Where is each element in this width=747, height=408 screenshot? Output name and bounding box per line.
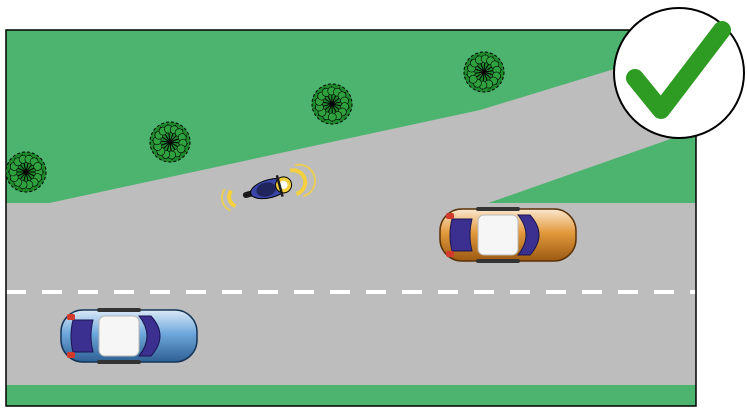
grass-area <box>6 385 696 408</box>
tree-icon <box>150 122 190 162</box>
tree-icon <box>464 52 504 92</box>
car-icon <box>61 308 197 364</box>
checkmark-icon <box>614 8 744 138</box>
tree-icon <box>6 152 46 192</box>
car-icon <box>440 207 576 263</box>
tree-icon <box>312 84 352 124</box>
